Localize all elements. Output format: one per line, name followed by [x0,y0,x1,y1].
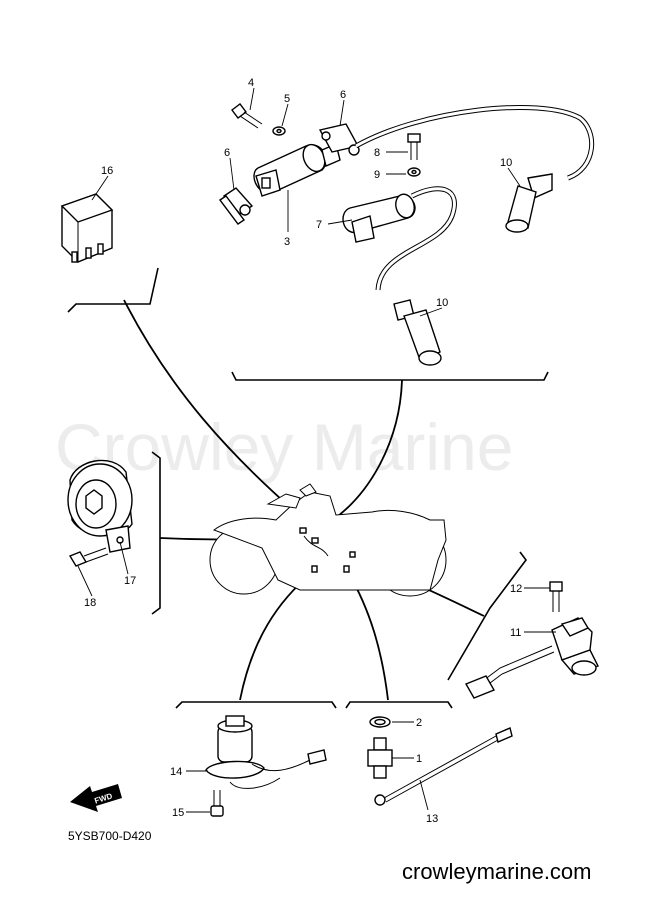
callout-11: 11 [510,627,521,639]
watermark: Crowley Marine [55,410,513,484]
gasket-part-2 [369,716,391,728]
callout-18: 18 [84,597,96,609]
horn-part-17 [67,459,133,553]
coil-bracket-part-6-left [218,187,254,225]
bracket-ignition-group [231,371,549,381]
callout-15: 15 [172,807,184,819]
bolt-part-18 [68,547,109,567]
bolt-part-8 [407,133,421,160]
washer-part-9 [407,167,421,177]
ignition-coil-part-3 [253,143,341,197]
washer-part-5 [272,126,286,136]
callout-12: 12 [510,583,522,595]
callout-14: 14 [170,766,182,778]
bracket-neutral-group [345,701,453,709]
bolt-part-15 [210,790,224,817]
callout-4: 4 [248,77,254,89]
ignition-coil-part-7 [342,193,416,243]
bracket-horn-group [151,451,161,615]
callout-2: 2 [416,717,422,729]
lead-wire-part-13 [374,727,513,806]
arrow-neutral-to-bike [347,570,389,701]
callout-16: 16 [101,165,113,177]
bracket-relay-group [67,267,159,313]
callout-1: 1 [416,753,422,765]
site-url: crowleymarine.com [402,859,592,884]
arrow-relay-to-bike [123,299,301,517]
callout-6-upper: 6 [340,89,346,101]
spark-plug-cap-part-10-upper [505,173,553,233]
callout-10-lower: 10 [436,297,448,309]
callout-leaders [77,87,556,813]
coil-bracket-part-6-upper [318,123,360,156]
callout-13: 13 [426,813,438,825]
bracket-starter-group [175,701,337,709]
speed-sensor-part-11 [464,617,599,699]
callout-5: 5 [284,93,290,105]
callout-17: 17 [124,575,136,587]
callout-7: 7 [316,219,322,231]
plug-lead-cables [354,104,595,291]
spark-plug-cap-part-10-lower [393,299,442,366]
arrow-starter-to-bike [239,577,307,701]
relay-part-16 [60,193,114,263]
callout-6-left: 6 [224,147,230,159]
bolt-part-4 [231,103,263,129]
callout-8: 8 [374,147,380,159]
callout-10-upper: 10 [500,157,512,169]
forward-arrow-icon: FWD [70,784,122,812]
bolt-part-12 [549,581,563,612]
neutral-switch-part-1 [367,737,393,779]
drawing-code: 5YSB700-D420 [68,829,152,843]
bracket-sensor-group [447,551,527,681]
motorcycle-outline [209,483,447,597]
switch-part-14 [205,715,327,789]
callout-9: 9 [374,169,380,181]
callout-3: 3 [284,236,290,248]
